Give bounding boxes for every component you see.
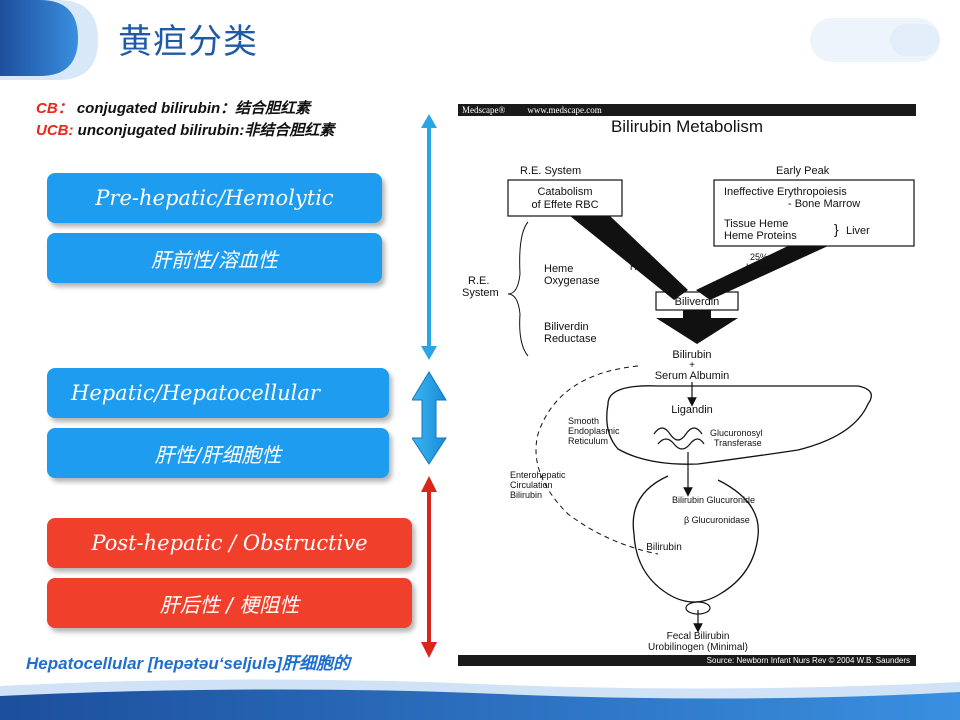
post-hepatic-range-arrow (421, 476, 437, 658)
legend-ucb: UCB: unconjugated bilirubin:非结合胆红素 (36, 119, 334, 140)
legend-key: UCB: (36, 122, 74, 139)
range-arrows (412, 114, 447, 658)
heme-label-right: Heme (746, 262, 770, 272)
glucuronosyl-2: Transferase (714, 438, 762, 448)
heme-oxygenase-1: Heme (544, 263, 573, 275)
re-system-bracket (507, 221, 529, 357)
bilirubin-metabolism-figure: Medscape® www.medscape.com Bilirubin Met… (458, 104, 916, 666)
re-left-label-1: R.E. (468, 275, 489, 287)
entero-label-3: Bilirubin (510, 490, 542, 500)
legend-cb: CB： conjugated bilirubin：结合胆红素 (36, 97, 310, 118)
corner-decoration (0, 0, 98, 80)
catabolism-label-2: of Effete RBC (531, 199, 598, 211)
entero-label-2: Circulation (510, 480, 553, 490)
pct75-label: 75% (634, 252, 652, 262)
fecal-label-2: Urobilinogen (Minimal) (648, 642, 748, 653)
catabolism-box (507, 179, 623, 217)
left-flow-arrow (570, 216, 688, 300)
pre-hepatic-en-label: Pre-hepatic/Hemolytic (95, 186, 334, 210)
endoplasmic-reticulum-icon (653, 427, 705, 450)
hepatic-en-box: Hepatic/Hepatocellular (47, 368, 389, 418)
footnote: Hepatocellular [hepətəu‘seljulə]肝细胞的 (26, 654, 351, 673)
pre-hepatic-range-arrow (421, 114, 437, 360)
catabolism-label-1: Catabolism (537, 186, 592, 198)
enterohepatic-dashed-path (535, 365, 659, 555)
legend-key: CB： (36, 100, 73, 117)
figure-source: Source: Newborn Infant Nurs Rev © 2004 W… (458, 655, 916, 666)
entero-label-1: Enterohepatic (510, 470, 566, 480)
heme-oxygenase-2: Oxygenase (544, 275, 600, 287)
beta-glucuronidase-label: β Glucuronidase (684, 515, 750, 525)
figure-title: Bilirubin Metabolism (611, 117, 763, 136)
serum-albumin-label: Serum Albumin (655, 370, 730, 382)
tissue-label-1: Tissue Heme (724, 218, 788, 230)
bilirubin-label: Bilirubin (672, 349, 711, 361)
re-left-label-2: System (462, 287, 499, 299)
ligandin-label: Ligandin (671, 404, 713, 416)
hepatic-cn-box: 肝性/肝细胞性 (47, 428, 389, 478)
fecal-label-1: Fecal Bilirubin (667, 631, 730, 642)
ineffective-label-2: - Bone Marrow (788, 198, 860, 210)
hepatic-range-arrow (412, 371, 447, 465)
smooth-er-2: Endoplasmic (568, 426, 620, 436)
biliverdin-label: Biliverdin (675, 296, 720, 308)
reductase-flow-arrow (656, 310, 738, 344)
pre-hepatic-cn-box: 肝前性/溶血性 (47, 233, 382, 283)
glucuronosyl-1: Glucuronosyl (710, 428, 763, 438)
pre-hepatic-cn-label: 肝前性/溶血性 (151, 247, 278, 272)
right-flow-arrow (696, 246, 828, 300)
bv-reductase-2: Reductase (544, 333, 597, 345)
pre-hepatic-en-box: Pre-hepatic/Hemolytic (47, 173, 382, 223)
brace-icon: } (834, 221, 839, 237)
liver-outline (606, 385, 872, 465)
medscape-logo: Medscape® (462, 105, 506, 115)
figure-url: www.medscape.com (527, 105, 602, 115)
legend-value: unconjugated bilirubin:非结合胆红素 (73, 122, 335, 139)
post-hepatic-cn-box: 肝后性 / 梗阻性 (47, 578, 412, 628)
hepatic-en-label: Hepatic/Hepatocellular (71, 381, 320, 405)
hepatic-cn-label: 肝性/肝细胞性 (154, 442, 282, 467)
liver-label: Liver (846, 225, 870, 237)
heme-label-left: Heme (630, 262, 654, 272)
early-peak-header: Early Peak (776, 165, 830, 177)
figure-header-bar: Medscape® www.medscape.com (458, 104, 916, 116)
bilirubin2-label: Bilirubin (646, 542, 682, 553)
tissue-label-2: Heme Proteins (724, 230, 797, 242)
post-hepatic-cn-label: 肝后性 / 梗阻性 (159, 592, 300, 617)
post-hepatic-en-box: Post-hepatic / Obstructive (47, 518, 412, 568)
header-decoration (810, 18, 940, 62)
pct25-label: 25% (750, 252, 768, 262)
slide-title: 黄疸分类 (118, 22, 258, 62)
smooth-er-1: Smooth (568, 416, 599, 426)
metabolism-diagram: Bilirubin Metabolism R.E. System Early P… (462, 117, 915, 653)
bv-reductase-1: Biliverdin (544, 321, 589, 333)
footer-band (0, 679, 960, 720)
plus-label: + (689, 360, 695, 371)
post-hepatic-en-label: Post-hepatic / Obstructive (91, 531, 368, 555)
ineffective-label-1: Ineffective Erythropoiesis (724, 186, 847, 198)
smooth-er-3: Reticulum (568, 436, 608, 446)
legend-value: conjugated bilirubin：结合胆红素 (72, 100, 311, 117)
bil-glucuronide-label: Bilirubin Glucuronide (672, 495, 755, 505)
re-system-header: R.E. System (520, 165, 581, 177)
